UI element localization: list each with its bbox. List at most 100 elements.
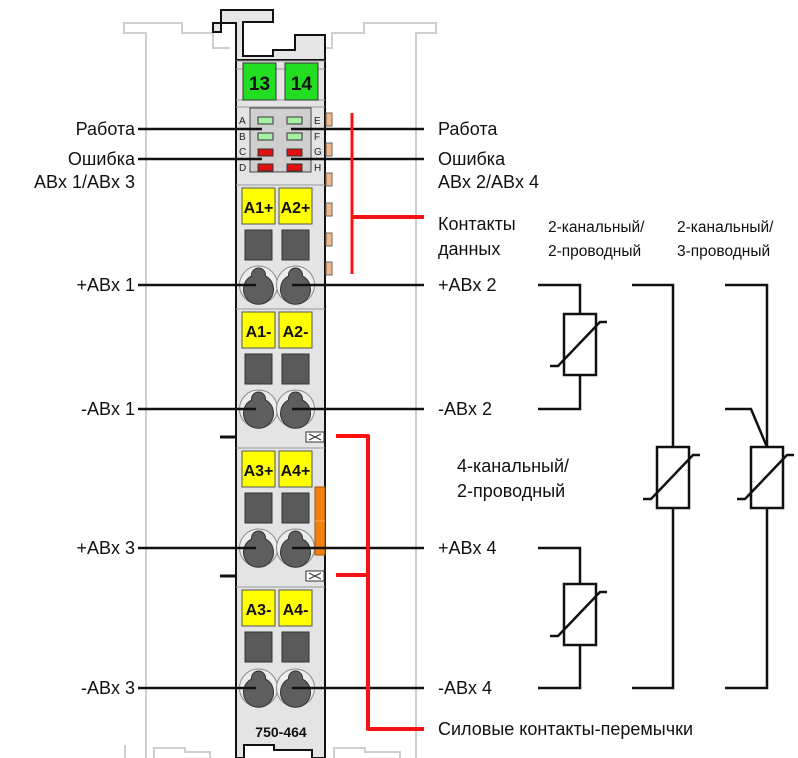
label-minus-abx2: -ABx 2 [438, 399, 493, 419]
terminal-label-block [278, 589, 313, 627]
data-contact [325, 172, 333, 187]
led-f-run [286, 132, 303, 141]
terminal-label: A3+ [244, 463, 274, 480]
led-b-run [257, 132, 274, 141]
terminal-label-block [278, 311, 313, 349]
label-power-jumpers: Силовые контакты-перемычки [438, 719, 694, 739]
wire [725, 508, 769, 690]
led-h-error [286, 163, 303, 172]
terminal-label-block [241, 187, 276, 225]
terminal-release-button[interactable] [244, 492, 273, 524]
label-minus-abx4: -ABx 4 [438, 678, 493, 698]
terminal-release-button[interactable] [244, 229, 273, 261]
led-letter-c: C [239, 147, 246, 158]
io-module-750-464: 13 14 A B C D E F G H [212, 9, 333, 758]
data-contact [325, 142, 333, 157]
terminal-label: A1+ [244, 200, 274, 217]
marker-14-label: 14 [291, 74, 313, 95]
label-plus-abx2: +ABx 2 [438, 275, 497, 295]
terminal-label: A2- [283, 324, 309, 341]
wire [725, 283, 769, 447]
wire-clamp-hole[interactable] [243, 267, 274, 305]
power-jumper-lower [305, 570, 325, 582]
schematic-2ch-2wire [538, 283, 582, 411]
label-data-contacts-line1: Контакты [438, 214, 516, 234]
wire [538, 644, 582, 690]
thermistor-slope [550, 590, 607, 638]
led-c-error [257, 148, 274, 157]
marker-13-label: 13 [249, 74, 270, 95]
led-letter-e: E [314, 116, 321, 127]
terminal-release-button[interactable] [281, 631, 310, 663]
leader-lines [138, 127, 424, 690]
power-jumpers-bracket [336, 434, 424, 731]
thermistor-symbols [550, 312, 794, 647]
label-run-right: Работа [438, 119, 498, 139]
terminal-groups: A1+A2+A1-A2-A3+A4+A3-A4- [236, 184, 325, 708]
terminal-release-button[interactable] [244, 631, 273, 663]
wire-clamp-hole[interactable] [243, 391, 274, 429]
data-contact [325, 202, 333, 217]
label-plus-abx3: +ABx 3 [76, 538, 135, 558]
wire [632, 508, 675, 690]
wire-clamp-hole[interactable] [243, 670, 274, 708]
terminal-label-block [278, 187, 313, 225]
label-2ch-3wire-line2: 3-проводный [677, 243, 771, 260]
wire-clamp-hole[interactable] [243, 530, 274, 568]
module-bottom-latch [243, 744, 313, 758]
label-error-left-line2: ABx 1/ABx 3 [33, 172, 135, 192]
thermistor-slope [550, 320, 607, 368]
label-plus-abx4: +ABx 4 [438, 538, 497, 558]
label-minus-abx1: -ABx 1 [80, 399, 135, 419]
terminal-release-button[interactable] [281, 492, 310, 524]
data-contacts-bracket [350, 113, 424, 274]
wire [632, 283, 675, 447]
data-contact [325, 232, 333, 247]
led-letter-d: D [239, 163, 246, 174]
schematic-2ch-2wire-long [632, 283, 675, 690]
label-2ch-3wire-line1: 2-канальный/ [677, 219, 774, 236]
label-2ch-2wire-line2: 2-проводный [548, 243, 642, 260]
thermistor-slope [643, 453, 700, 501]
label-2ch-2wire-line1: 2-канальный/ [548, 219, 645, 236]
wire [538, 546, 582, 584]
module-top-latch [212, 9, 326, 61]
wire [538, 375, 582, 411]
marker-14 [284, 62, 319, 101]
wire [725, 407, 769, 448]
terminal-label: A4+ [281, 463, 311, 480]
terminal-label-block [241, 589, 276, 627]
power-jumper-upper [305, 431, 325, 443]
terminal-label: A4- [283, 602, 309, 619]
label-plus-abx1: +ABx 1 [76, 275, 135, 295]
data-contacts [325, 112, 333, 276]
led-a-run [257, 116, 274, 125]
data-contact [325, 112, 333, 127]
neighbor-module-right-outline [323, 22, 437, 758]
terminal-release-button[interactable] [281, 229, 310, 261]
data-contact [325, 261, 333, 276]
led-letter-b: B [239, 132, 246, 143]
led-e-run [286, 116, 303, 125]
led-letter-f: F [314, 132, 320, 143]
thermistor-slope [737, 453, 794, 501]
label-error-right-line2: ABx 2/ABx 4 [438, 172, 540, 192]
marker-13 [242, 62, 277, 101]
label-error-left-line1: Ошибка [67, 149, 135, 169]
label-minus-abx3: -ABx 3 [80, 678, 135, 698]
terminal-label: A3- [246, 602, 272, 619]
terminal-release-button[interactable] [244, 353, 273, 385]
terminal-release-button[interactable] [281, 353, 310, 385]
part-number: 750-464 [255, 724, 307, 740]
led-letter-h: H [314, 163, 321, 174]
terminal-label-block [241, 450, 276, 488]
terminal-label: A1- [246, 324, 272, 341]
terminal-label-block [278, 450, 313, 488]
led-letters: A B C D E F G H [239, 116, 322, 174]
led-d-error [257, 163, 274, 172]
schematic-2ch-3wire [725, 283, 769, 690]
led-letter-a: A [239, 116, 246, 127]
label-4ch-2wire-line1: 4-канальный/ [457, 456, 570, 476]
label-error-right-line1: Ошибка [438, 149, 506, 169]
label-data-contacts-line2: данных [438, 239, 501, 259]
